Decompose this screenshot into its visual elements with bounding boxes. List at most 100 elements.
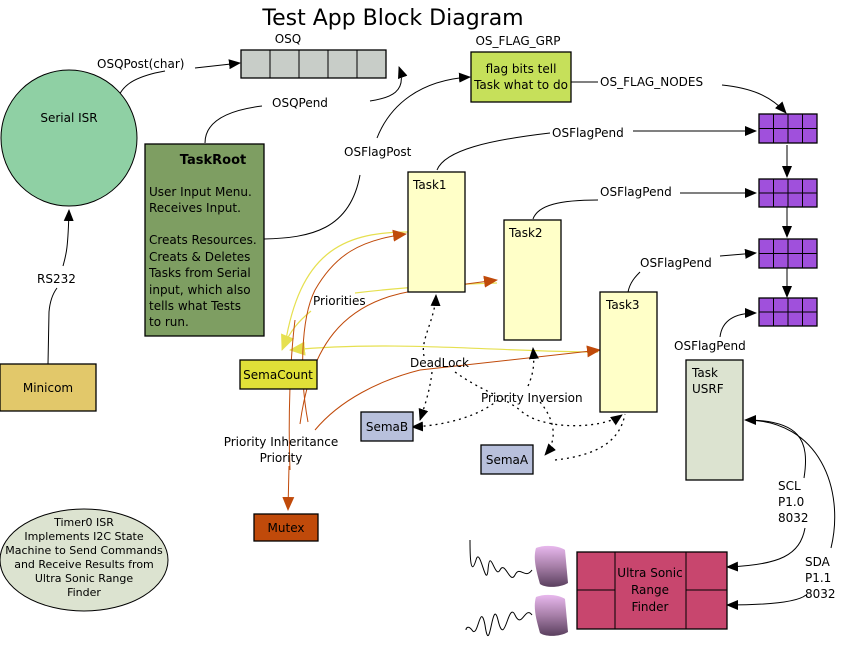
svg-text:to run.: to run. [149, 315, 189, 329]
task1-node [407, 171, 466, 293]
sound-wave-icon [469, 539, 533, 578]
sda-label-1: SDA [805, 555, 831, 569]
sema-a-node [480, 444, 534, 475]
osq-post-label: OSQPost(char) [97, 57, 184, 71]
os-flag-post-label: OSFlagPost [344, 145, 412, 159]
flag-grp-title: OS_FLAG_GRP [475, 34, 560, 48]
diagram-title: Test App Block Diagram [261, 6, 523, 31]
task-root-node [144, 143, 265, 337]
task3-node [599, 291, 658, 413]
edge-inversion-semab [411, 399, 499, 432]
svg-text:input, which also: input, which also [149, 283, 251, 297]
flag-node-4 [758, 297, 818, 327]
edge-flag-pend-usrf-arrow [719, 308, 757, 338]
sda-label-3: 8032 [805, 587, 836, 601]
svg-text:Receives Input.: Receives Input. [149, 201, 241, 215]
transducer-icon [534, 545, 568, 636]
task3-label: Task3 [605, 298, 640, 312]
mutex-label: Mutex [268, 521, 305, 535]
edge-flag-post-lower [263, 174, 361, 240]
edge-deadlock-semab [418, 371, 433, 421]
usrf-line-3: Finder [632, 600, 669, 614]
edge-priority-yellow-4 [289, 341, 599, 356]
usrf-line-2: Range [631, 583, 669, 597]
edge-flag-nodes-arrow [721, 84, 787, 114]
edge-priority-yellow-1 [284, 231, 409, 346]
edge-osq-pend-leader [204, 105, 263, 144]
flag-grp-line-1: flag bits tell [486, 62, 557, 76]
mutex-node [253, 513, 319, 542]
priority-inversion-label: Priority Inversion [481, 391, 583, 405]
edge-priority-yellow-3 [281, 310, 312, 351]
sema-count-node [239, 359, 318, 390]
task-root-description: User Input Menu. Receives Input. Creats … [148, 185, 257, 329]
flag-node-1 [758, 113, 818, 144]
svg-text:tells what Tests: tells what Tests [149, 299, 241, 313]
priority-inheritance-label-2: Priority [260, 451, 303, 465]
edge-rs232-upper [62, 209, 74, 267]
edge-flag-pend-3-leader [627, 271, 641, 293]
edge-flag-pend-1-leader [436, 132, 551, 171]
flag-grp-line-2: Task what to do [473, 78, 568, 92]
task1-label: Task1 [412, 178, 447, 192]
task2-label: Task2 [508, 226, 543, 240]
rs232-label: RS232 [37, 272, 76, 286]
svg-text:Machine to Send Commands: Machine to Send Commands [5, 544, 163, 557]
svg-text:Ultra Sonic Range: Ultra Sonic Range [35, 572, 134, 585]
svg-text:Finder: Finder [67, 586, 101, 599]
deadlock-label: DeadLock [410, 356, 469, 370]
edge-sda-lower [726, 594, 807, 610]
osq-label: OSQ [275, 32, 302, 46]
minicom-node [0, 363, 97, 412]
task2-node [503, 219, 562, 341]
edge-deadlock-task1 [422, 294, 441, 357]
timer-isr-node [0, 508, 169, 612]
flag-node-3 [758, 238, 818, 269]
flag-pend-3-label: OSFlagPend [640, 256, 712, 270]
edge-osq-pend-arrow [369, 66, 408, 102]
os-flag-nodes-label: OS_FLAG_NODES [600, 75, 703, 89]
edge-mutex-task2 [299, 275, 498, 425]
edge-semaa-task3 [554, 413, 626, 461]
edge-osq-post-arrow [194, 59, 241, 70]
task-usrf-line-2: USRF [692, 382, 724, 396]
task-usrf-node [685, 359, 744, 481]
priority-inheritance-label: Priority Inheritance [224, 435, 339, 449]
edge-mutex-task3 [314, 345, 601, 431]
svg-text:Timer0 ISR: Timer0 ISR [53, 516, 114, 529]
edge-scl-upper [744, 415, 807, 479]
sema-b-node [360, 411, 414, 442]
edge-scl-lower [726, 527, 806, 572]
edge-priority-inheritance-upper [288, 319, 296, 471]
flag-pend-usrf-label: OSFlagPend [674, 339, 746, 353]
flag-node-2 [758, 178, 818, 208]
scl-label-2: P1.0 [778, 495, 804, 509]
sema-b-label: SemaB [366, 420, 408, 434]
edge-rs232-lower [47, 287, 58, 365]
serial-isr-node [0, 69, 138, 207]
svg-text:Implements I2C State: Implements I2C State [24, 530, 144, 543]
osq-pend-label: OSQPend [272, 96, 328, 110]
priorities-label: Priorities [313, 294, 366, 308]
svg-text:and Receive Results from: and Receive Results from [14, 558, 154, 571]
edge-sda-upper [744, 419, 836, 549]
usrf-node [576, 551, 728, 630]
edge-inversion-task2 [527, 347, 539, 387]
serial-isr-label: Serial ISR [40, 111, 97, 125]
sema-a-label: SemaA [486, 453, 529, 467]
usrf-line-1: Ultra Sonic [617, 566, 682, 580]
svg-text:User Input Menu.: User Input Menu. [149, 185, 252, 199]
edge-flag-post-upper [376, 72, 471, 139]
osq-queue [240, 49, 387, 79]
flag-pend-1-label: OSFlagPend [552, 126, 624, 140]
timer-isr-description: Timer0 ISR Implements I2C State Machine … [5, 516, 163, 599]
edge-inversion-semaa [539, 401, 556, 456]
svg-text:Creats & Deletes: Creats & Deletes [149, 250, 250, 264]
sema-count-label: SemaCount [243, 368, 313, 382]
sda-label-2: P1.1 [805, 571, 831, 585]
svg-text:Creats Resources.: Creats Resources. [149, 233, 257, 247]
task-root-title: TaskRoot [180, 153, 246, 168]
svg-text:Tasks from Serial: Tasks from Serial [148, 266, 251, 280]
scl-label-3: 8032 [778, 511, 809, 525]
scl-label-1: SCL [778, 479, 801, 493]
